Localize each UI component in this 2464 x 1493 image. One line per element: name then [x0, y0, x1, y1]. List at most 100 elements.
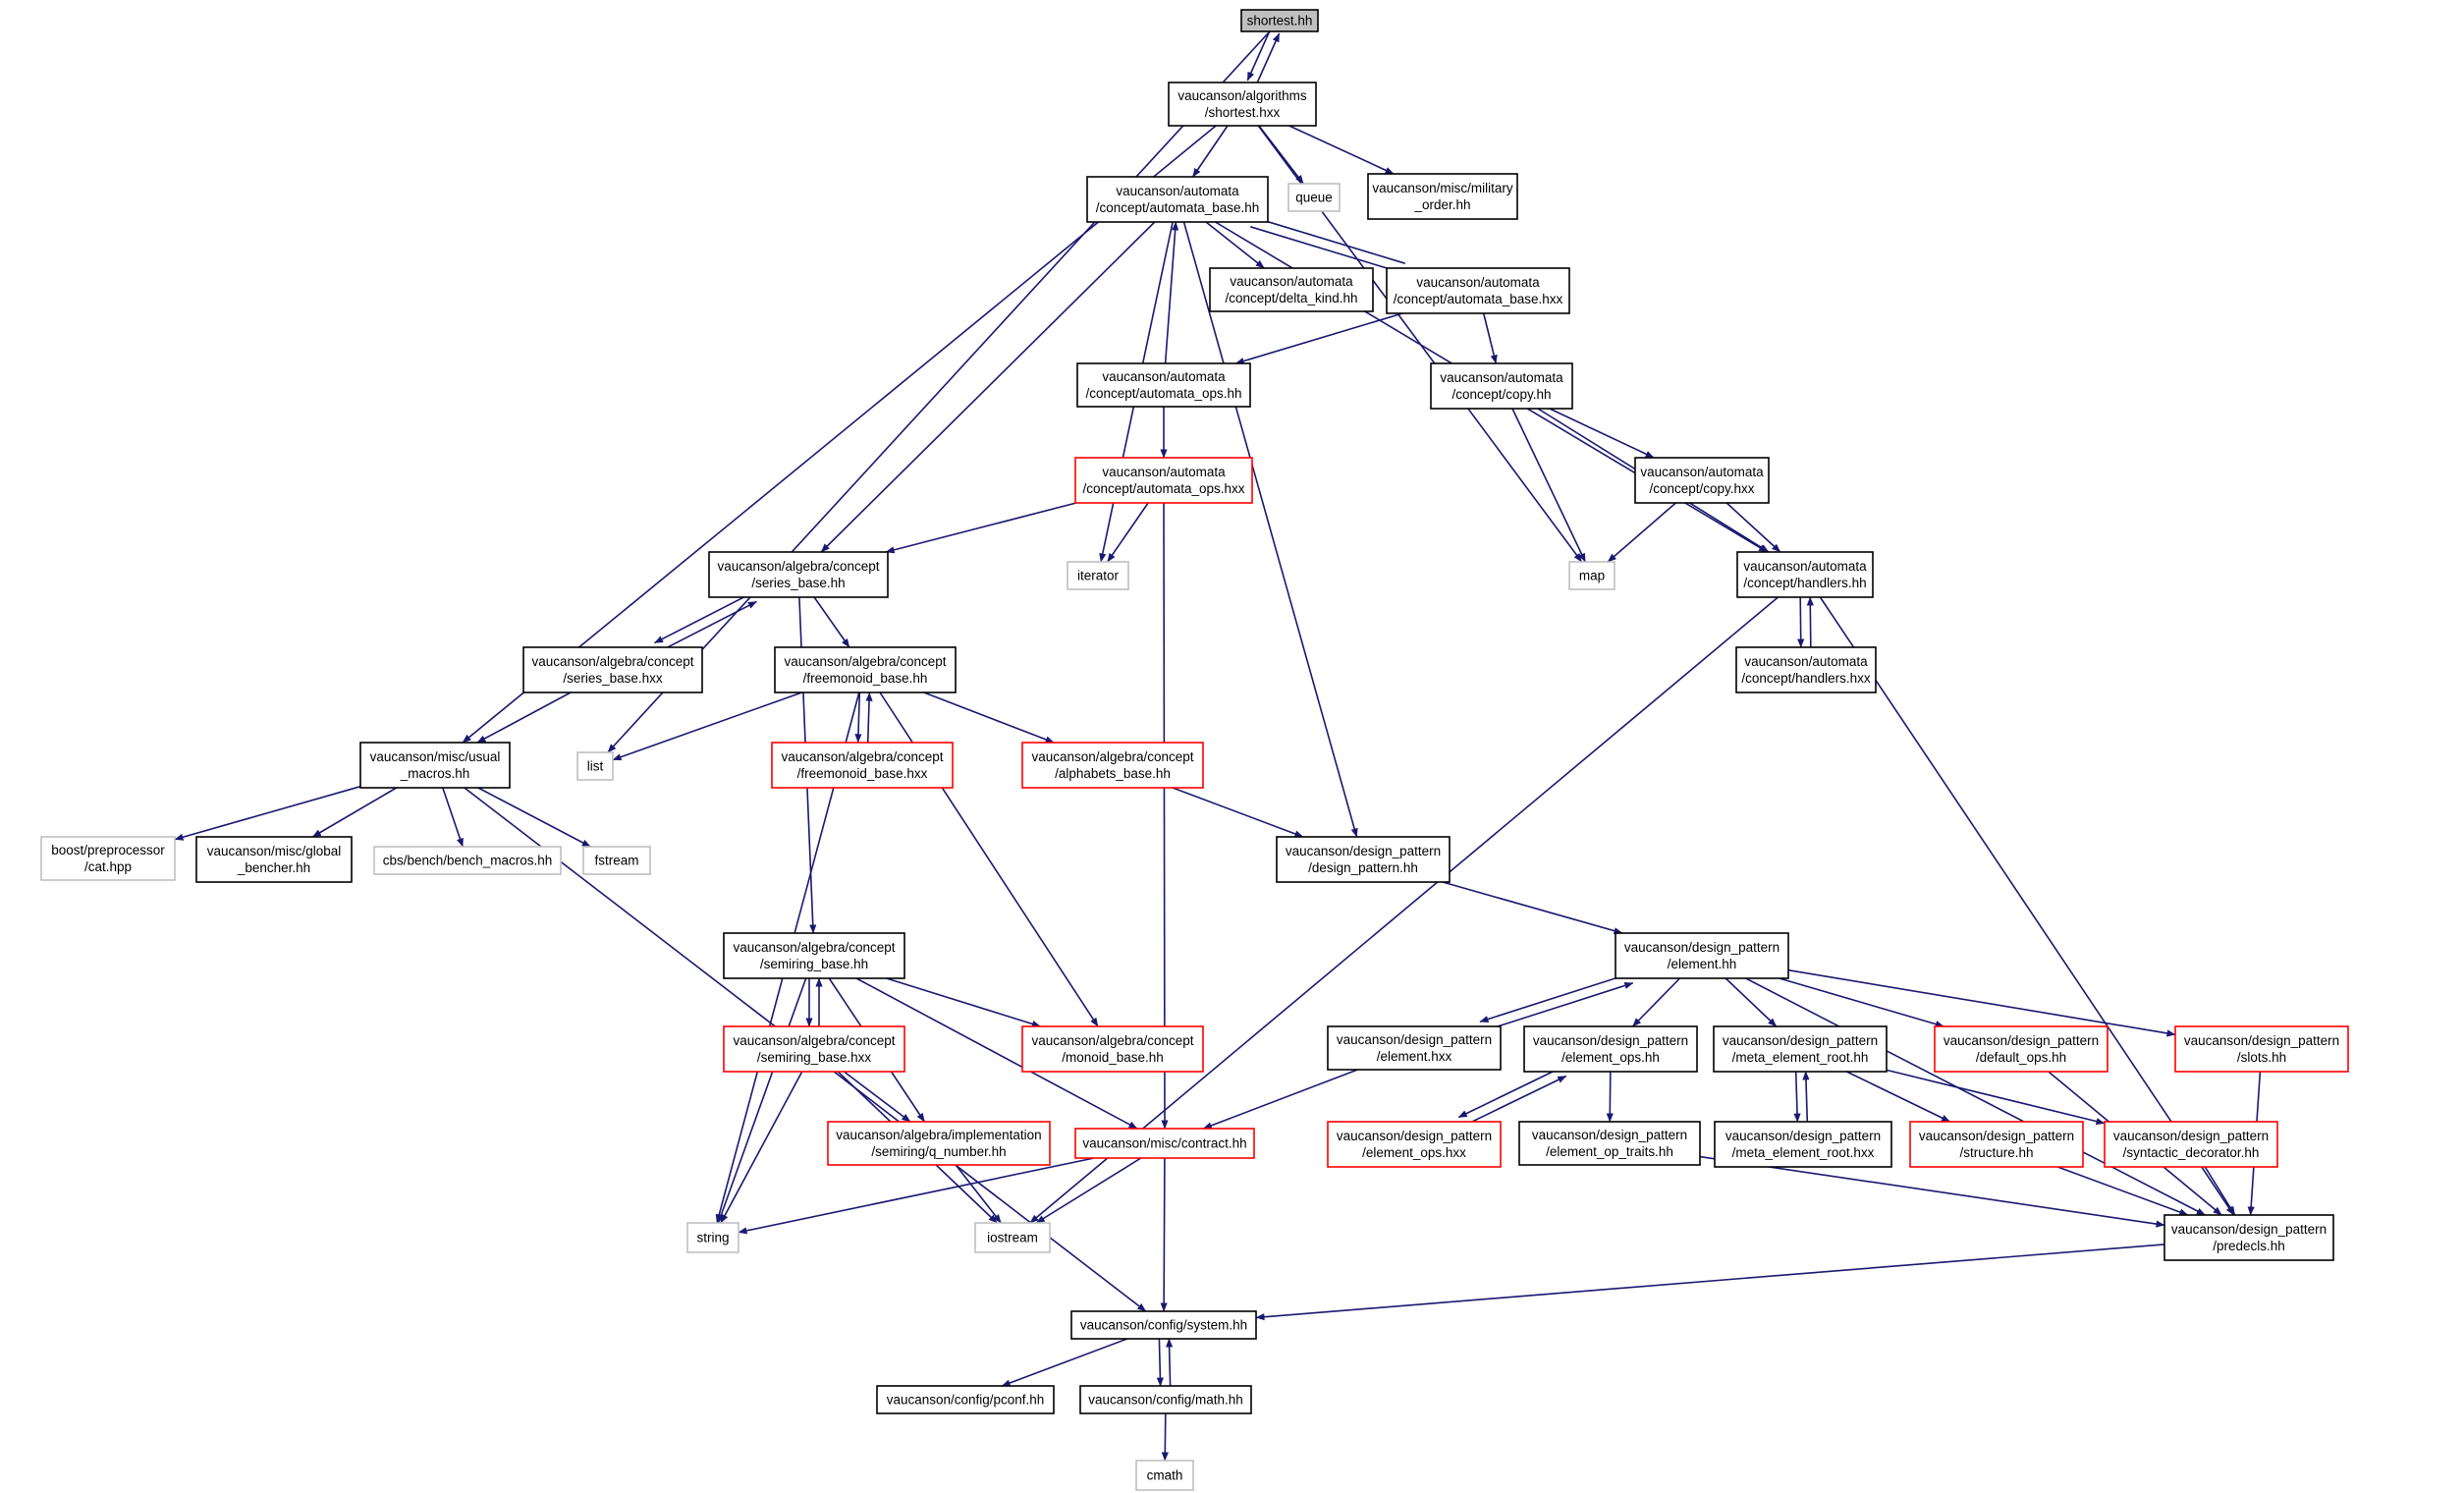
node-box	[576, 751, 614, 781]
node-label-line: /series_base.hh	[751, 576, 845, 590]
edge-shortest_hh-to-shortest_hxx	[1246, 28, 1272, 82]
node-box	[2174, 1025, 2349, 1073]
node-element_hh[interactable]: vaucanson/design_pattern/element.hh	[1615, 932, 1789, 979]
node-default_ops[interactable]: vaucanson/design_pattern/default_ops.hh	[1934, 1025, 2108, 1073]
node-label-line: /concept/copy.hh	[1451, 387, 1551, 402]
edge-semiring_base_hh-to-monoid_base	[886, 977, 1041, 1027]
node-freemonoid_base_hh[interactable]: vaucanson/algebra/concept/freemonoid_bas…	[774, 646, 957, 693]
node-fstream[interactable]: fstream	[582, 846, 651, 875]
edge-usual_macros-to-fstream	[477, 787, 591, 848]
node-element_ops_hxx[interactable]: vaucanson/design_pattern/element_ops.hxx	[1327, 1121, 1502, 1168]
node-q_number[interactable]: vaucanson/algebra/implementation/semirin…	[827, 1121, 1051, 1166]
node-handlers_hh[interactable]: vaucanson/automata/concept/handlers.hh	[1736, 551, 1874, 598]
node-label-line: /alphabets_base.hh	[1055, 766, 1171, 781]
node-slots[interactable]: vaucanson/design_pattern/slots.hh	[2174, 1025, 2349, 1073]
node-delta_kind[interactable]: vaucanson/automata/concept/delta_kind.hh	[1209, 267, 1374, 312]
edge-contract-to-iostream	[1035, 1157, 1142, 1224]
node-global_bencher[interactable]: vaucanson/misc/global_bencher.hh	[195, 836, 353, 883]
edge-element_ops_hh-to-element_op_traits	[1606, 1071, 1614, 1123]
node-list[interactable]: list	[576, 751, 614, 781]
node-label-line: vaucanson/design_pattern	[1286, 844, 1441, 858]
node-structure[interactable]: vaucanson/design_pattern/structure.hh	[1909, 1121, 2084, 1168]
node-label-line: /concept/handlers.hxx	[1741, 671, 1871, 686]
node-pconf[interactable]: vaucanson/config/pconf.hh	[876, 1385, 1055, 1414]
node-meta_element_root_hxx[interactable]: vaucanson/design_pattern/meta_element_ro…	[1714, 1121, 1892, 1168]
node-label-line: /slots.hh	[2237, 1050, 2286, 1065]
node-alphabets_base[interactable]: vaucanson/algebra/concept/alphabets_base…	[1021, 742, 1204, 789]
edge-shortest_hxx-to-automata_base_hh	[1191, 125, 1229, 178]
node-syntactic_decorator[interactable]: vaucanson/design_pattern/syntactic_decor…	[2104, 1121, 2278, 1168]
node-label-line: vaucanson/automata	[1440, 370, 1563, 385]
node-system[interactable]: vaucanson/config/system.hh	[1070, 1310, 1257, 1340]
node-label-line: fstream	[594, 854, 638, 868]
node-freemonoid_base_hxx[interactable]: vaucanson/algebra/concept/freemonoid_bas…	[771, 742, 954, 789]
node-label-line: /concept/automata_ops.hh	[1085, 386, 1241, 401]
edge-math-to-system	[1166, 1338, 1174, 1386]
node-label-line: vaucanson/misc/military	[1372, 181, 1513, 195]
node-label-line: vaucanson/algebra/implementation	[836, 1128, 1041, 1142]
node-box	[1735, 646, 1877, 693]
node-queue[interactable]: queue	[1287, 183, 1341, 212]
node-label-line: vaucanson/algebra/concept	[531, 654, 693, 669]
node-bench_macros[interactable]: cbs/bench/bench_macros.hh	[373, 846, 562, 875]
node-box	[1518, 1121, 1701, 1166]
node-box	[359, 742, 511, 789]
node-predecls[interactable]: vaucanson/design_pattern/predecls.hh	[2163, 1214, 2334, 1261]
node-series_base_hh[interactable]: vaucanson/algebra/concept/series_base.hh	[708, 551, 889, 598]
edge-design_pattern_hh-to-element_hh	[1442, 881, 1623, 935]
edge-copy_hh-to-map	[1511, 408, 1587, 563]
node-element_ops_hh[interactable]: vaucanson/design_pattern/element_ops.hh	[1523, 1025, 1698, 1073]
edge-freemonoid_base_hxx-to-freemonoid_base_hh	[865, 691, 873, 744]
edge-meta_element_root_hh-to-meta_element_root_hxx	[1793, 1072, 1801, 1123]
node-meta_element_root_hh[interactable]: vaucanson/design_pattern/meta_element_ro…	[1713, 1025, 1888, 1073]
node-iterator[interactable]: iterator	[1067, 561, 1129, 590]
edge-contract-to-string	[738, 1157, 1095, 1235]
node-handlers_hxx[interactable]: vaucanson/automata/concept/handlers.hxx	[1735, 646, 1877, 693]
node-design_pattern_hh[interactable]: vaucanson/design_pattern/design_pattern.…	[1276, 836, 1451, 883]
node-box	[1240, 9, 1319, 32]
node-automata_ops_hxx[interactable]: vaucanson/automata/concept/automata_ops.…	[1074, 457, 1253, 504]
node-label-line: vaucanson/automata	[1230, 274, 1353, 289]
node-semiring_base_hxx[interactable]: vaucanson/algebra/concept/semiring_base.…	[723, 1025, 905, 1073]
edge-automata_base_hh-to-delta_kind	[1205, 221, 1265, 269]
node-cmath[interactable]: cmath	[1135, 1460, 1194, 1491]
node-label-line: /freemonoid_base.hxx	[797, 766, 928, 781]
node-label-line: _macros.hh	[400, 766, 470, 781]
node-automata_base_hxx[interactable]: vaucanson/automata/concept/automata_base…	[1386, 267, 1570, 314]
node-box	[1327, 1025, 1502, 1071]
node-box	[195, 836, 353, 883]
node-boost_cat[interactable]: boost/preprocessor/cat.hpp	[40, 836, 176, 881]
node-label-line: _order.hh	[1413, 197, 1470, 212]
node-element_hxx[interactable]: vaucanson/design_pattern/element.hxx	[1327, 1025, 1502, 1071]
node-series_base_hxx[interactable]: vaucanson/algebra/concept/series_base.hx…	[522, 646, 703, 693]
node-label-line: string	[696, 1231, 729, 1245]
node-map[interactable]: map	[1568, 561, 1615, 590]
node-military[interactable]: vaucanson/misc/military _order.hh	[1367, 173, 1518, 220]
node-label-line: boost/preprocessor	[51, 843, 165, 857]
node-shortest_hh[interactable]: shortest.hh	[1240, 9, 1319, 32]
edge-copy_hh-to-copy_hxx	[1549, 408, 1655, 459]
node-label-line: cmath	[1147, 1468, 1183, 1483]
node-automata_ops_hh[interactable]: vaucanson/automata/concept/automata_ops.…	[1076, 362, 1251, 408]
node-box	[1079, 1385, 1252, 1414]
edge-automata_base_hh-to-design_pattern_hh	[1182, 221, 1358, 838]
node-label-line: vaucanson/design_pattern	[2113, 1129, 2269, 1143]
node-copy_hh[interactable]: vaucanson/automata/concept/copy.hh	[1430, 362, 1573, 410]
node-semiring_base_hh[interactable]: vaucanson/algebra/concept/semiring_base.…	[723, 932, 905, 979]
node-automata_base_hh[interactable]: vaucanson/automata/concept/automata_base…	[1086, 176, 1269, 223]
node-shortest_hxx[interactable]: vaucanson/algorithms/shortest.hxx	[1168, 82, 1317, 127]
node-element_op_traits[interactable]: vaucanson/design_pattern/element_op_trai…	[1518, 1121, 1701, 1166]
node-box	[1714, 1121, 1892, 1168]
node-label-line: cbs/bench/bench_macros.hh	[383, 854, 553, 868]
node-label-line: vaucanson/design_pattern	[1532, 1128, 1687, 1142]
node-usual_macros[interactable]: vaucanson/misc/usual_macros.hh	[359, 742, 511, 789]
node-contract[interactable]: vaucanson/misc/contract.hh	[1074, 1128, 1255, 1159]
node-box	[771, 742, 954, 789]
node-math[interactable]: vaucanson/config/math.hh	[1079, 1385, 1252, 1414]
edge-automata_ops_hxx-to-iterator	[1107, 502, 1149, 563]
node-string[interactable]: string	[686, 1222, 739, 1253]
node-monoid_base[interactable]: vaucanson/algebra/concept/monoid_base.hh	[1021, 1025, 1204, 1073]
node-iostream[interactable]: iostream	[974, 1222, 1051, 1253]
node-copy_hxx[interactable]: vaucanson/automata/concept/copy.hxx	[1634, 457, 1770, 504]
node-box	[1074, 1128, 1255, 1159]
